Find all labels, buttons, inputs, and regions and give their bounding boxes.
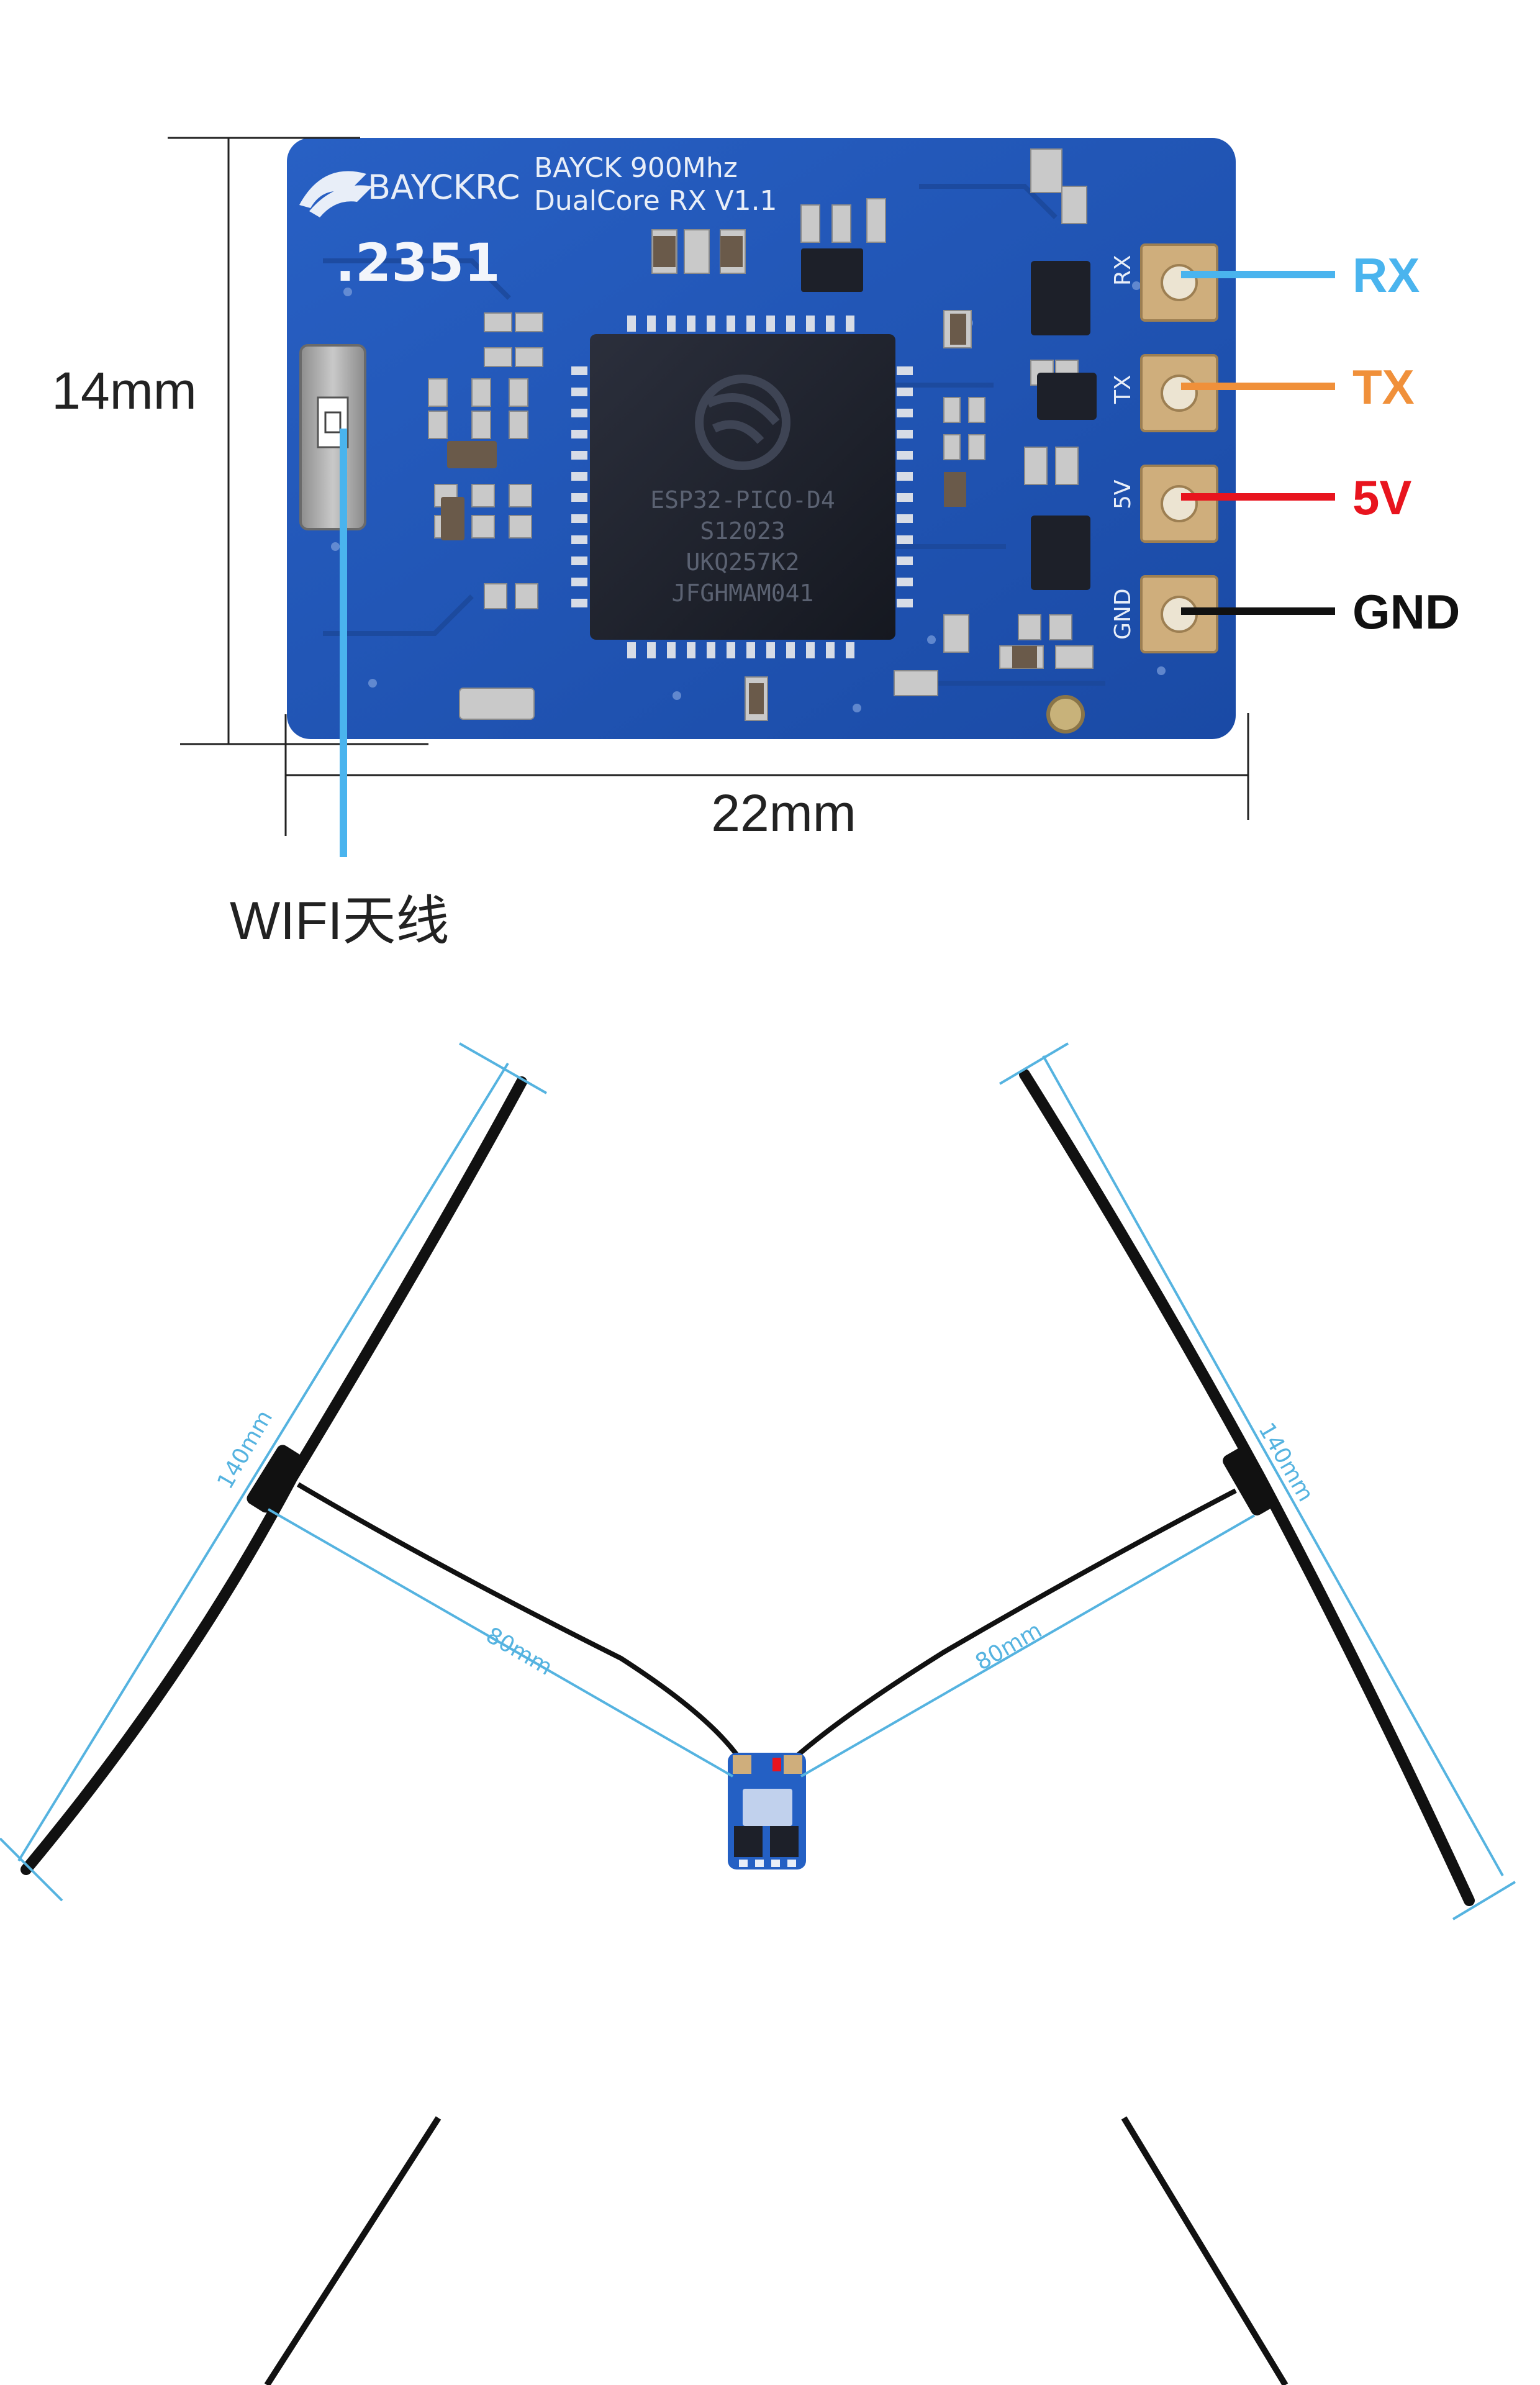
right-antenna-sleeve [1223,1447,1276,1515]
antenna-callout: WIFI天线 [230,429,450,951]
pad-silkscreen: RX TX 5V GND [1110,255,1136,640]
silk-gnd: GND [1110,588,1136,640]
chip-line-3: UKQ257K2 [686,548,799,576]
antenna-diagram: 140mm 140mm 80mm 80mm [0,1042,1516,2385]
smd-components [428,148,1097,734]
ceramic-antenna [299,344,366,530]
height-label: 14mm [52,361,196,420]
right-cable [793,1488,1237,1760]
left-cable [296,1482,741,1760]
pin-label-tx: TX [1352,360,1415,414]
width-label: 22mm [711,784,856,842]
mounting-hole [1046,695,1085,734]
dimension-width: 22mm [284,713,1249,842]
receiver-module [728,1753,806,1869]
pin-label-gnd: GND [1352,584,1460,639]
esp32-chip: ESP32-PICO-D4 S12023 UKQ257K2 JFGHMAM041 [571,316,913,658]
board-number: .2351 [335,232,500,293]
left-antenna-sleeve [247,1445,302,1513]
right-cable-label: 80mm [971,1617,1046,1675]
antenna-label: WIFI天线 [230,891,450,951]
brand-logo [299,171,373,217]
pin-label-5v: 5V [1352,470,1411,525]
dimension-height: 14mm [52,137,428,745]
silkscreen-line-1: BAYCK 900Mhz [534,152,738,184]
left-antenna-element [20,1076,527,1875]
silk-tx: TX [1110,375,1136,404]
pin-label-rx: RX [1352,248,1420,302]
pin-callouts: RX TX 5V GND [1181,248,1460,639]
silkscreen-line-2: DualCore RX V1.1 [534,185,777,217]
chip-line-2: S12023 [700,517,785,545]
chip-line-1: ESP32-PICO-D4 [650,486,835,514]
solder-pads [1140,243,1218,653]
brand-text: BAYCKRC [368,168,520,207]
pcb-board: BAYCKRC BAYCK 900Mhz DualCore RX V1.1 .2… [287,138,1236,739]
chip-line-4: JFGHMAM041 [672,579,814,607]
silk-5v: 5V [1110,479,1136,509]
silk-rx: RX [1110,255,1136,286]
bottom-left-antenna [264,2116,442,2385]
antenna-dimension-lines [0,1042,1516,1920]
bottom-right-antenna [1121,2116,1289,2385]
left-cable-label: 80mm [482,1622,557,1680]
